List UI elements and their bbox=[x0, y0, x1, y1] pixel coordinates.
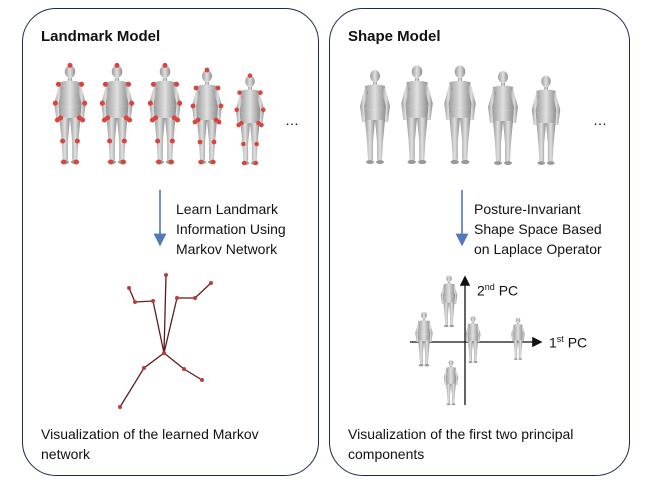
landmark-caption: Visualization of the learned Markov netw… bbox=[41, 426, 259, 462]
shape-body-2 bbox=[401, 65, 433, 165]
shape-body-1 bbox=[360, 70, 390, 164]
laplace-shape-space-text: Posture-Invariant Shape Space Based on L… bbox=[474, 201, 602, 257]
pc-body-top bbox=[440, 275, 458, 328]
pc-body-left bbox=[415, 311, 433, 367]
landmark-body-4 bbox=[190, 67, 224, 165]
landmark-body-5 bbox=[234, 73, 266, 166]
learn-landmark-text: Learn Landmark Information Using Markov … bbox=[176, 201, 286, 257]
landmark-ellipsis: … bbox=[285, 112, 299, 128]
landmark-model-title: Landmark Model bbox=[41, 28, 161, 45]
markov-nodes bbox=[118, 273, 213, 409]
pc-body-right bbox=[511, 317, 525, 360]
shape-caption: Visualization of the first two principal… bbox=[348, 426, 574, 462]
markov-network bbox=[119, 274, 212, 408]
shape-model-panel bbox=[329, 8, 630, 476]
landmark-body-3 bbox=[147, 62, 183, 165]
pc1-label: 1st PC bbox=[549, 334, 588, 351]
shape-ellipsis: … bbox=[593, 112, 607, 128]
shape-model-title: Shape Model bbox=[348, 28, 441, 45]
pc2-label: 2nd PC bbox=[477, 282, 519, 299]
pc-body-bottom bbox=[443, 360, 459, 406]
shape-body-5 bbox=[531, 75, 561, 165]
landmark-body-1 bbox=[52, 62, 88, 165]
shape-body-3 bbox=[444, 65, 476, 165]
landmark-model-panel bbox=[22, 8, 319, 476]
shape-body-4 bbox=[488, 71, 518, 165]
pc-body-center bbox=[465, 316, 481, 363]
landmark-body-2 bbox=[99, 62, 135, 165]
